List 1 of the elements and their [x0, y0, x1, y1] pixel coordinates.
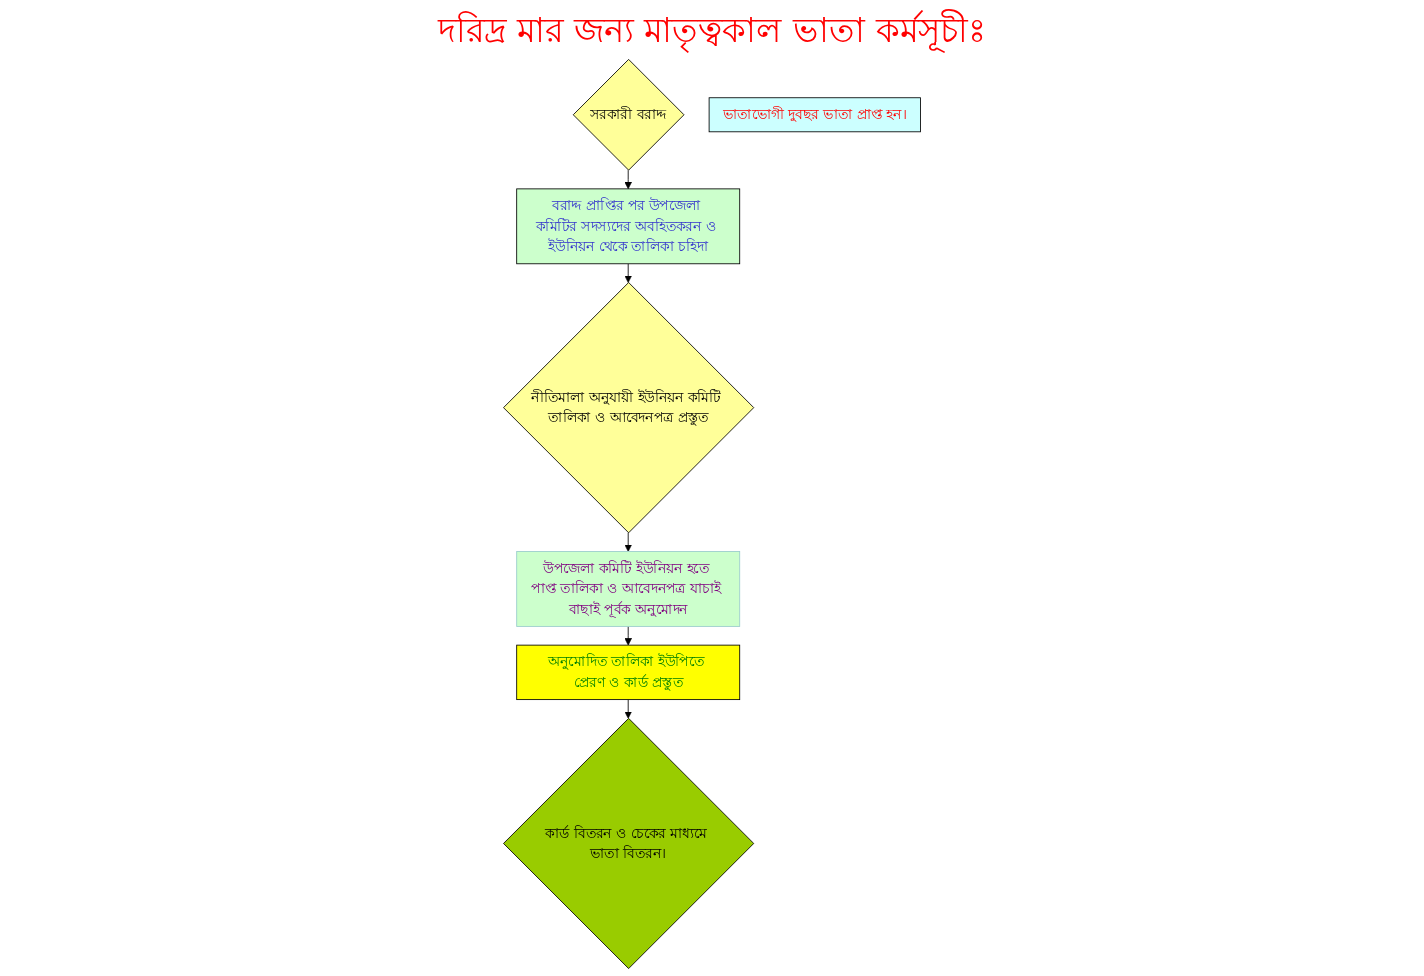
title: দরিদ্র মার জন্য মাতৃত্বকাল ভাতা কর্মসূচীঃ	[437, 12, 987, 52]
